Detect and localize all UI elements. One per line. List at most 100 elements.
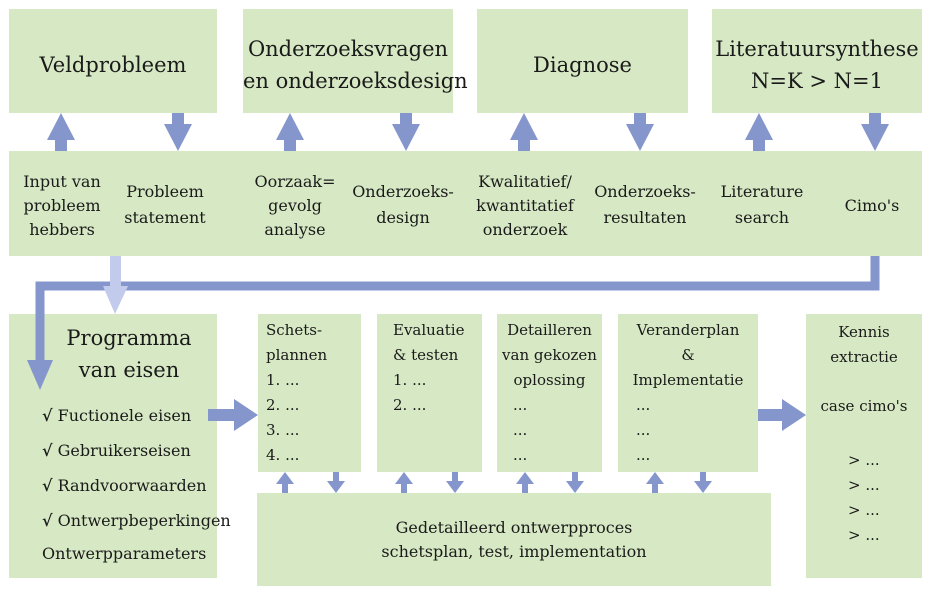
oorzaak-line2: gevolg <box>268 196 322 215</box>
evaluatie-box: Evaluatie & testen 1. ... 2. ... <box>377 314 482 472</box>
arrow-up-kwalitatief <box>510 113 538 151</box>
schets-line: 3. ... <box>266 421 300 439</box>
check-icon: √ <box>42 511 53 530</box>
evaluatie-line: 2. ... <box>393 396 427 414</box>
design-line1: Onderzoeks- <box>352 182 454 201</box>
arrow-down-resultaten <box>626 113 654 151</box>
design-line2: design <box>376 208 430 227</box>
requirement-item: √ Randvoorwaarden <box>42 475 207 497</box>
arrow-down-detailleren <box>566 472 584 493</box>
detailleren-line: ... <box>513 396 528 414</box>
onderzoeksvragen-line1: Onderzoeksvragen <box>247 37 449 61</box>
onderzoeksvragen-line2: en onderzoeksdesign <box>243 69 468 93</box>
schets-line: Schets- <box>266 321 323 339</box>
veldprobleem-box: Veldprobleem <box>9 9 217 113</box>
detailleren-line: Detailleren <box>507 321 592 339</box>
requirement-item: √ Gebruikerseisen <box>42 440 191 462</box>
kwalitatief-line1: Kwalitatief/ <box>478 172 572 191</box>
resultaten-line1: Onderzoeks- <box>594 182 696 201</box>
evaluatie-line: & testen <box>393 346 459 364</box>
gedetailleerd-box: Gedetailleerd ontwerpproces schetsplan, … <box>257 493 771 586</box>
arrow-up-literature <box>745 113 773 151</box>
input-line2: probleem <box>23 196 101 215</box>
veranderplan-line: & <box>681 346 695 364</box>
schets-line: 2. ... <box>266 396 300 414</box>
arrow-head-programma <box>27 360 53 390</box>
probleem-line2: statement <box>124 208 206 227</box>
oorzaak-line3: analyse <box>264 220 326 239</box>
detailleren-line: van gekozen <box>502 346 597 364</box>
gedetailleerd-line2: schetsplan, test, implementation <box>381 542 647 561</box>
arrow-down-design <box>392 113 420 151</box>
detailleren-line: ... <box>513 446 528 464</box>
arrow-down-evaluatie <box>446 472 464 493</box>
programma-title-line1: Programma <box>66 326 192 350</box>
input-line3: hebbers <box>29 220 95 239</box>
resultaten-line2: resultaten <box>603 208 687 227</box>
check-icon: √ <box>42 476 53 495</box>
kennis-line: case cimo's <box>820 397 908 415</box>
connector-cimos-to-programma <box>35 256 880 362</box>
veranderplan-line: Implementatie <box>632 371 744 389</box>
onderzoeksvragen-box: Onderzoeksvragen en onderzoeksdesign <box>243 9 468 113</box>
connector-input-light <box>110 256 121 286</box>
gedetailleerd-line1: Gedetailleerd ontwerpproces <box>395 518 633 537</box>
arrow-head-light <box>103 286 128 314</box>
kennis-line: Kennis <box>838 323 890 341</box>
check-icon: √ <box>42 406 53 425</box>
detailleren-line: ... <box>513 421 528 439</box>
arrow-up-veranderplan <box>646 472 664 493</box>
kennis-line: > ... <box>848 501 880 519</box>
schets-line: 1. ... <box>266 371 300 389</box>
input-line1: Input van <box>23 172 101 191</box>
kwalitatief-line2: kwantitatief <box>476 196 574 215</box>
veranderplan-line: ... <box>636 446 651 464</box>
arrow-right-programma <box>208 399 258 431</box>
oorzaak-line1: Oorzaak= <box>254 172 336 191</box>
arrow-up-schets <box>276 472 294 493</box>
requirement-item: √ Ontwerpbeperkingen <box>42 510 231 532</box>
kennis-line: > ... <box>848 526 880 544</box>
requirement-label: Fuctionele eisen <box>57 406 192 425</box>
literatuursynthese-line2: N=K > N=1 <box>751 69 883 93</box>
detailleren-line: oplossing <box>513 371 586 389</box>
middle-band <box>9 151 922 256</box>
veranderplan-line: ... <box>636 421 651 439</box>
evaluatie-line: Evaluatie <box>393 321 465 339</box>
literature-line1: Literature <box>720 182 804 201</box>
kennis-box: Kennis extractie case cimo's > ... > ...… <box>806 314 922 578</box>
requirement-item: √ Fuctionele eisen <box>42 405 191 427</box>
diagnose-title: Diagnose <box>533 53 632 77</box>
veranderplan-line: ... <box>636 396 651 414</box>
arrow-up-oorzaak <box>276 113 304 151</box>
check-icon: √ <box>42 441 53 460</box>
arrow-down-cimos <box>861 113 889 151</box>
requirement-label: Randvoorwaarden <box>57 476 207 495</box>
arrow-right-kennis <box>758 399 806 431</box>
kwalitatief-line3: onderzoek <box>482 220 568 239</box>
detailleren-box: Detailleren van gekozen oplossing ... ..… <box>497 314 602 472</box>
veranderplan-box: Veranderplan & Implementatie ... ... ... <box>618 314 758 472</box>
literatuursynthese-line1: Literatuursynthese <box>715 37 919 61</box>
schetsplannen-box: Schets- plannen 1. ... 2. ... 3. ... 4. … <box>258 314 361 472</box>
arrow-down-schets <box>327 472 345 493</box>
kennis-line: > ... <box>848 476 880 494</box>
schets-line: 4. ... <box>266 446 300 464</box>
diagnose-box: Diagnose <box>477 9 688 113</box>
programma-title-line2: van eisen <box>78 358 180 382</box>
literatuursynthese-box: Literatuursynthese N=K > N=1 <box>712 9 922 113</box>
schets-line: plannen <box>266 346 328 364</box>
arrow-up-detailleren <box>516 472 534 493</box>
literature-line2: search <box>734 208 790 227</box>
arrow-down-veranderplan <box>694 472 712 493</box>
cimos-label: Cimo's <box>844 196 900 215</box>
arrow-up-input <box>47 113 75 151</box>
arrow-down-probleem <box>164 113 192 151</box>
arrow-up-evaluatie <box>395 472 413 493</box>
requirement-label: Gebruikerseisen <box>57 441 191 460</box>
probleem-line1: Probleem <box>126 182 204 201</box>
ontwerpparameters-label: Ontwerpparameters <box>42 544 207 563</box>
veranderplan-line: Veranderplan <box>636 321 740 339</box>
requirement-label: Ontwerpbeperkingen <box>57 511 231 530</box>
